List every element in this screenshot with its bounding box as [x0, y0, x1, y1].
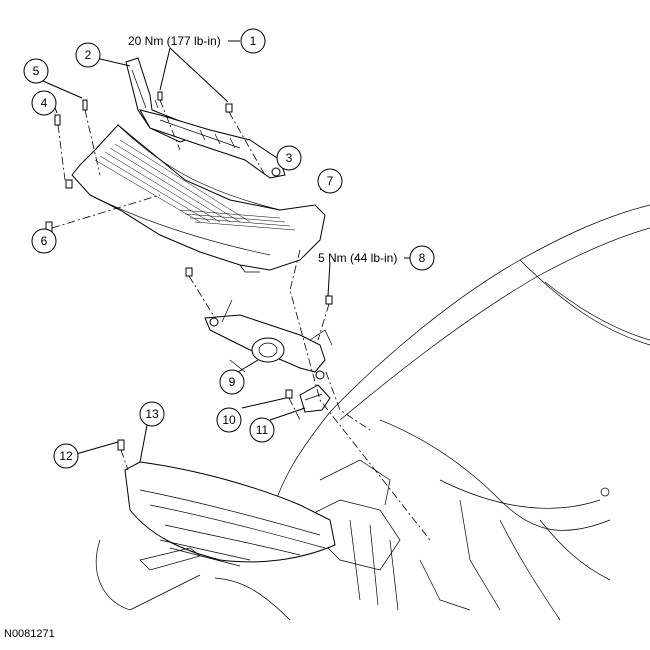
- bracket-11: [299, 384, 331, 413]
- callout-number: 11: [256, 423, 269, 437]
- callout-number: 13: [145, 407, 159, 421]
- callout-9: 9: [219, 369, 245, 395]
- torque-label-1: 20 Nm (177 lb-in): [128, 34, 221, 48]
- callout-number: 8: [419, 251, 426, 265]
- callout-12: 12: [53, 443, 79, 469]
- callout-number: 7: [327, 174, 334, 188]
- callout-number: 6: [41, 234, 48, 248]
- callout-13: 13: [139, 401, 165, 427]
- wiper-arm-3: [139, 109, 286, 179]
- callout-2: 2: [75, 42, 101, 68]
- callout-5: 5: [23, 58, 49, 84]
- callout-number: 5: [33, 64, 40, 78]
- callout-number: 12: [59, 449, 73, 463]
- callout-number: 10: [222, 413, 236, 427]
- wiper-motor-linkage-9: [204, 299, 333, 380]
- figure-id: N0081271: [4, 628, 55, 640]
- vehicle-body: [269, 204, 650, 621]
- callout-11: 11: [249, 417, 275, 443]
- callout-8: 8: [409, 245, 435, 271]
- callout-10: 10: [216, 407, 242, 433]
- callout-3: 3: [276, 145, 302, 171]
- assembly-lines: [51, 99, 431, 541]
- callout-number: 3: [286, 151, 293, 165]
- callout-number: 9: [229, 375, 236, 389]
- callout-leaders: [35, 40, 410, 463]
- callout-number: 2: [85, 48, 92, 62]
- callout-7: 7: [317, 168, 343, 194]
- cowl-grille-7: [71, 124, 326, 273]
- cowl-panel-13: [96, 461, 336, 621]
- callout-number: 4: [41, 96, 48, 110]
- callout-4: 4: [31, 90, 57, 116]
- callout-1: 1: [240, 28, 266, 54]
- torque-label-8: 5 Nm (44 lb-in): [318, 251, 397, 265]
- callout-6: 6: [31, 228, 57, 254]
- callout-number: 1: [250, 34, 257, 48]
